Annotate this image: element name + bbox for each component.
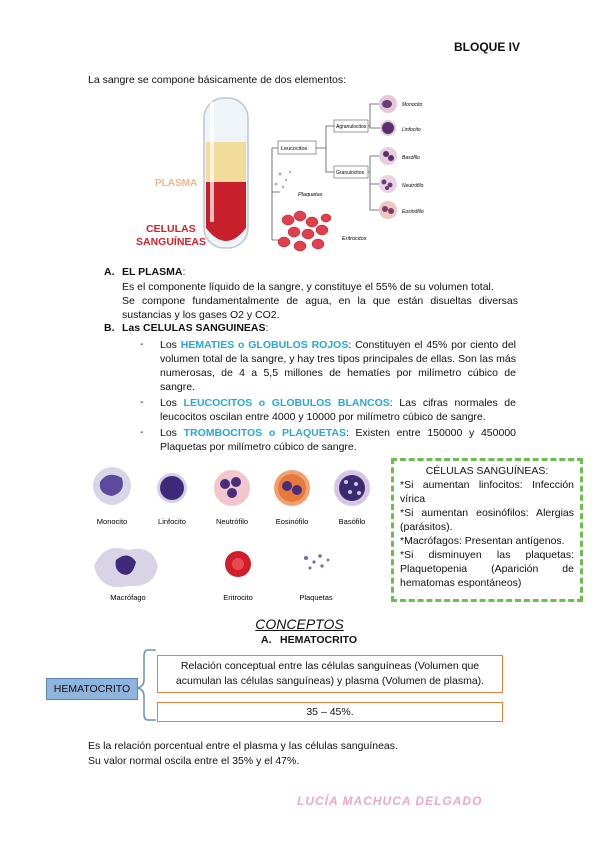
list-item-trombocitos: Los TROMBOCITOS o PLAQUETAS: Existen ent… <box>160 426 516 454</box>
cell-label-eritrocito: Eritrocito <box>223 593 253 602</box>
item-text: : Existen entre 150000 y 450000 Plaqueta… <box>160 427 516 453</box>
eosinofilo-label: Eosinófilo <box>402 209 424 215</box>
lymphocyte-icon <box>157 473 187 503</box>
cell-label-monocito: Monocito <box>97 517 127 526</box>
leucocitos-label: Leucocitos <box>281 146 308 152</box>
platelets-icon <box>274 170 292 189</box>
notes-line: *Si aumentan eosinófilos: Alergias (pará… <box>400 507 574 533</box>
concept-a-letter: A. <box>261 634 272 646</box>
blood-composition-diagram: PLASMA CELULAS SANGUÍNEAS Leucocitos Agr… <box>136 95 424 252</box>
cell-label-neutrofilo: Neutrófilo <box>216 517 248 526</box>
granulocitos-label: Granulocitos <box>336 170 365 176</box>
notes-title: CÉLULAS SANGUÍNEAS: <box>425 465 549 477</box>
section-a-title: EL PLASMA <box>122 266 183 278</box>
blood-cell-types-figure: Monocito Linfocito Neutrófilo Eosinófilo… <box>93 467 370 602</box>
item-prefix: Los <box>160 427 184 439</box>
block-title: BLOQUE IV <box>454 40 521 54</box>
cell-label-plaquetas: Plaquetas <box>299 593 333 602</box>
erythrocyte-icon <box>225 551 251 577</box>
blood-cells-notes-box: CÉLULAS SANGUÍNEAS: *Si aumentan linfoci… <box>391 458 583 602</box>
list-item-hematies: Los HEMATIES o GLOBULOS ROJOS: Constituy… <box>160 338 516 394</box>
section-b-letter: B. <box>104 322 115 334</box>
item-text: : Las cifras normales de leucocitos osci… <box>160 397 516 423</box>
monocyte-small-icon <box>379 95 397 113</box>
hematocrito-term-box: HEMATOCRITO <box>46 678 138 700</box>
item-highlight: LEUCOCITOS o GLOBULOS BLANCOS <box>183 397 390 409</box>
section-a-colon: : <box>182 266 186 278</box>
cell-label-eosinofilo: Eosinófilo <box>276 517 309 526</box>
section-b-colon: : <box>265 322 269 334</box>
basofilo-label: Basófilo <box>402 155 420 161</box>
neutrophil-icon <box>214 470 250 506</box>
lymphocyte-small-icon <box>380 120 396 136</box>
neutrophil-small-icon <box>379 175 397 193</box>
plaquetas-label: Plaquetas <box>298 192 323 198</box>
bullet-dash-1: - <box>140 338 144 350</box>
hematocrito-text-2: Su valor normal oscila entre el 35% y el… <box>88 755 300 767</box>
author-signature: LUCÍA MACHUCA DELGADO <box>297 794 483 808</box>
bullet-dash-3: - <box>140 426 144 438</box>
section-a-heading: EL PLASMA: <box>122 266 185 278</box>
cells-label-2: SANGUÍNEAS <box>136 235 206 248</box>
hematocrito-text-1: Es la relación porcentual entre el plasm… <box>88 740 398 752</box>
item-prefix: Los <box>160 397 184 409</box>
list-item-leucocitos: Los LEUCOCITOS o GLOBULOS BLANCOS: Las c… <box>160 396 516 424</box>
monocyte-icon <box>93 467 131 505</box>
item-highlight: TROMBOCITOS o PLAQUETAS <box>183 427 346 439</box>
macrophage-icon <box>94 548 158 588</box>
cell-label-macrofago: Macrófago <box>110 593 145 602</box>
item-highlight: HEMATIES o GLOBULOS ROJOS <box>180 339 349 351</box>
monocito-label: Monocito <box>402 102 423 108</box>
hematocrito-definition-box: Relación conceptual entre las células sa… <box>157 655 503 693</box>
platelets-figure-icon <box>304 554 330 570</box>
basophil-icon <box>334 470 370 506</box>
concept-a-title: HEMATOCRITO <box>280 634 358 646</box>
notes-line: *Si disminuyen las plaquetas: Plaquetope… <box>400 549 574 589</box>
eosinophil-small-icon <box>379 201 397 219</box>
cell-label-basofilo: Basófilo <box>339 517 366 526</box>
erythrocytes-icon <box>277 210 332 252</box>
eosinophil-icon <box>274 470 310 506</box>
bullet-dash-2: - <box>140 396 144 408</box>
section-a-line2: Se compone fundamentalmente de agua, en … <box>122 295 518 321</box>
brace-connector <box>136 649 156 721</box>
section-b-title: Las CELULAS SANGUINEAS <box>122 322 266 334</box>
item-prefix: Los <box>160 339 181 351</box>
intro-text: La sangre se compone básicamente de dos … <box>88 74 346 86</box>
notes-line: *Si aumentan linfocitos: Infección víric… <box>400 479 574 505</box>
basophil-small-icon <box>379 147 397 165</box>
section-a-line1: Es el componente líquido de la sangre, y… <box>122 281 494 293</box>
agranulocitos-label: Agranulocitos <box>336 124 367 130</box>
eritrocitos-label: Eritrocitos <box>342 236 367 242</box>
test-tube-icon <box>203 97 249 249</box>
notes-line: *Macrófagos: Presentan antígenos. <box>400 535 565 547</box>
cell-label-linfocito: Linfocito <box>158 517 186 526</box>
linfocito-label: Linfocito <box>402 127 421 133</box>
cells-label-1: CELULAS <box>146 223 196 235</box>
conceptos-title: CONCEPTOS <box>255 616 344 632</box>
item-text: : Constituyen el 45% por ciento del volu… <box>160 339 516 393</box>
plasma-label: PLASMA <box>155 178 197 189</box>
section-a-letter: A. <box>104 266 115 278</box>
section-b-heading: Las CELULAS SANGUINEAS: <box>122 322 268 334</box>
neutrofilo-label: Neutrófilo <box>402 183 424 189</box>
hematocrito-range-box: 35 – 45%. <box>157 702 503 722</box>
